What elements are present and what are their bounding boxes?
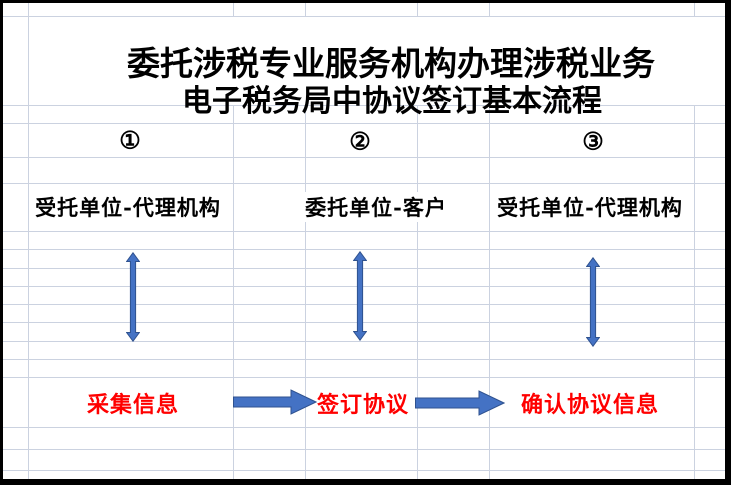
vertical-double-arrow-shape-2 [353, 251, 367, 341]
step-party-label-2: 委托单位-客户 [302, 192, 450, 222]
step-action-label-3: 确认协议信息 [518, 387, 662, 419]
sheet-border-bottom [0, 479, 731, 485]
flow-arrow-right-1 [233, 389, 317, 415]
vertical-double-arrow-shape-1 [126, 252, 140, 342]
step-action-label-2: 签订协议 [314, 387, 412, 419]
sheet-border-left [0, 0, 3, 485]
sheet-border-right [725, 0, 731, 485]
title-merged-cell: 委托涉税专业服务机构办理涉税业务 电子税务局中协议签订基本流程 [29, 17, 725, 119]
flow-arrow-right-shape-1 [233, 389, 317, 415]
step-number-3: ③ [580, 126, 606, 156]
vertical-double-arrow-2 [353, 251, 367, 341]
step-party-label-3: 受托单位-代理机构 [494, 192, 686, 222]
vertical-double-arrow-shape-3 [586, 257, 600, 347]
step-action-label-1: 采集信息 [84, 387, 182, 419]
step-number-1: ① [117, 125, 143, 155]
vertical-double-arrow-1 [126, 252, 140, 342]
flow-arrow-right-shape-2 [415, 390, 505, 416]
flowchart-title-line2: 电子税务局中协议签订基本流程 [182, 84, 602, 119]
step-party-label-1: 受托单位-代理机构 [32, 192, 224, 222]
vertical-double-arrow-3 [586, 257, 600, 347]
step-number-2: ② [347, 126, 373, 156]
flow-arrow-right-2 [415, 390, 505, 416]
sheet-border-top [0, 0, 731, 3]
flowchart-title-line1: 委托涉税专业服务机构办理涉税业务 [127, 44, 655, 83]
